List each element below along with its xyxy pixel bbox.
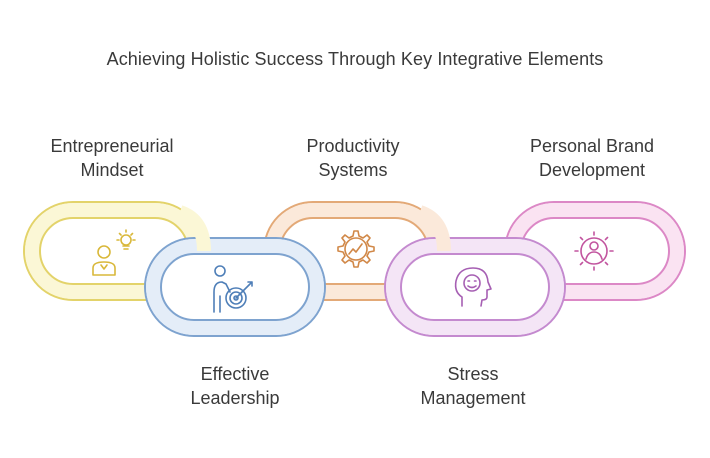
label-stress-management: Stress Management [363,362,583,410]
label-line: Productivity [306,136,400,156]
label-line: Development [538,160,646,180]
label-productivity-systems: Productivity Systems [243,134,463,182]
label-line: Effective [200,364,270,384]
label-line: Systems [318,160,388,180]
person-target-icon [213,265,253,313]
label-effective-leadership: Effective Leadership [125,362,345,410]
label-line: Leadership [190,388,280,408]
gear-chart-icon [337,230,375,268]
label-line: Management [420,388,526,408]
label-line: Entrepreneurial [50,136,174,156]
person-lightbulb-icon [92,229,136,276]
label-line: Mindset [80,160,144,180]
chain-overlaps [177,205,451,252]
label-entrepreneurial-mindset: Entrepreneurial Mindset [2,134,222,182]
person-badge-icon [574,231,614,271]
chain-link-effective-leadership [144,237,326,337]
calm-head-icon [454,267,492,307]
label-line: Personal Brand [529,136,655,156]
label-line: Stress [447,364,499,384]
label-personal-brand-development: Personal Brand Development [482,134,702,182]
diagram-title: Achieving Holistic Success Through Key I… [106,49,604,69]
